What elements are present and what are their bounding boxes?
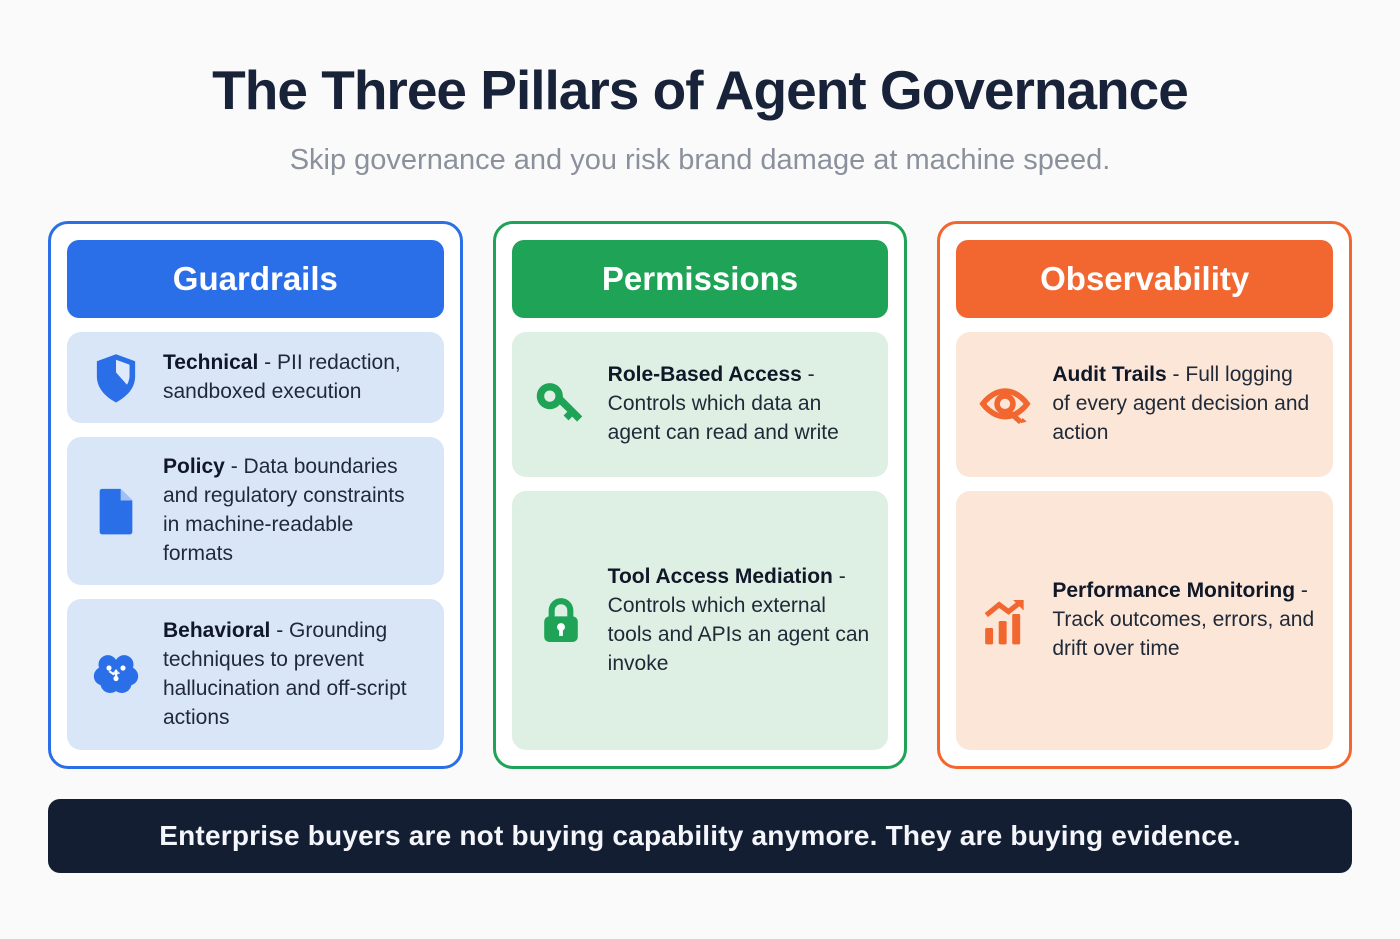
pillar-card-permissions: Permissions Role-Based Access - Controls… (492, 221, 908, 769)
shield-icon (85, 350, 147, 406)
lock-icon (530, 593, 592, 649)
item-desc: - PII redaction, sandboxed execution (163, 350, 401, 403)
item-role-based-access: Role-Based Access - Controls which data … (511, 332, 889, 478)
eye-icon (974, 377, 1036, 433)
item-desc: - Grounding techniques to prevent halluc… (163, 618, 407, 729)
item-technical: Technical - PII redaction, sandboxed exe… (67, 332, 444, 424)
key-icon (530, 377, 592, 433)
pillars-row: Guardrails Technical - PII redaction, sa… (0, 221, 1400, 769)
item-title: Policy (163, 455, 225, 479)
item-text: Technical - PII redaction, sandboxed exe… (163, 349, 426, 407)
item-text: Tool Access Mediation - Controls which e… (608, 563, 871, 679)
pillar-card-guardrails: Guardrails Technical - PII redaction, sa… (48, 221, 463, 769)
page-title: The Three Pillars of Agent Governance (212, 59, 1189, 121)
chart-icon (974, 593, 1036, 649)
item-text: Policy - Data boundaries and regulatory … (163, 453, 426, 569)
item-desc: - Data boundaries and regulatory constra… (163, 455, 405, 566)
item-text: Audit Trails - Full logging of every age… (1052, 361, 1315, 448)
item-text: Role-Based Access - Controls which data … (608, 361, 871, 448)
item-title: Audit Trails (1052, 363, 1167, 387)
item-desc: - Controls which data an agent can read … (607, 363, 839, 445)
footer-text: Enterprise buyers are not buying capabil… (159, 820, 1241, 851)
item-audit-trails: Audit Trails - Full logging of every age… (956, 332, 1334, 478)
item-title: Role-Based Access (607, 363, 802, 387)
footer-banner: Enterprise buyers are not buying capabil… (48, 799, 1352, 873)
pillar-header-guardrails: Guardrails (67, 240, 444, 318)
item-title: Tool Access Mediation (607, 564, 833, 588)
page-subtitle: Skip governance and you risk brand damag… (289, 144, 1111, 176)
pillar-card-observability: Observability Audit Trails - Full loggin… (937, 221, 1353, 769)
item-tool-access-mediation: Tool Access Mediation - Controls which e… (511, 491, 889, 750)
item-title: Technical (163, 350, 259, 374)
pillar-header-observability: Observability (956, 240, 1334, 318)
item-desc: - Full logging of every agent decision a… (1052, 363, 1310, 445)
page-header: The Three Pillars of Agent Governance Sk… (0, 0, 1400, 177)
brain-icon (85, 647, 147, 703)
pillar-header-permissions: Permissions (511, 240, 889, 318)
item-desc: - Track outcomes, errors, and drift over… (1052, 579, 1315, 661)
document-icon (85, 483, 147, 539)
item-behavioral: Behavioral - Grounding techniques to pre… (67, 599, 444, 750)
item-policy: Policy - Data boundaries and regulatory … (67, 437, 444, 586)
item-title: Behavioral (163, 618, 271, 642)
item-text: Performance Monitoring - Track outcomes,… (1052, 577, 1315, 664)
item-title: Performance Monitoring (1052, 579, 1296, 603)
item-desc: - Controls which external tools and APIs… (607, 564, 870, 675)
item-performance-monitoring: Performance Monitoring - Track outcomes,… (956, 491, 1334, 750)
item-text: Behavioral - Grounding techniques to pre… (163, 617, 426, 733)
